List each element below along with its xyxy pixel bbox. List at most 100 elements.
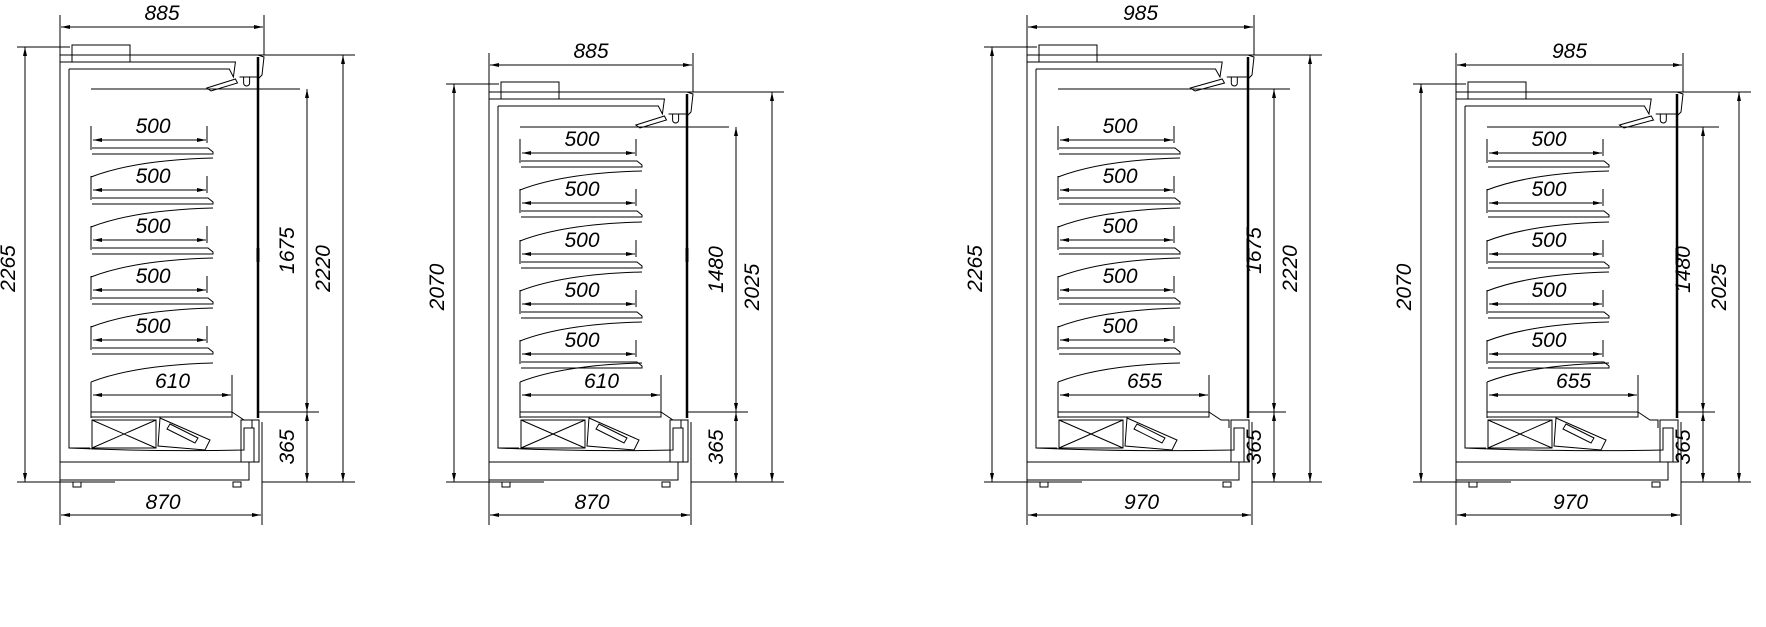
arrowhead — [522, 151, 531, 155]
shelf-depth-label: 500 — [135, 115, 170, 138]
foot-icon — [72, 481, 82, 488]
foot-icon — [1039, 481, 1049, 488]
shelf-depth-label: 500 — [135, 265, 170, 288]
door-handle — [1675, 248, 1679, 262]
shelf-depth-label: 500 — [1102, 115, 1137, 138]
arrowhead — [522, 393, 531, 397]
base-width-label: 970 — [1124, 491, 1159, 514]
arrowhead — [1489, 151, 1498, 155]
arrowhead — [1164, 338, 1173, 342]
lamp — [1659, 114, 1667, 124]
shelf-back-curve — [90, 207, 214, 228]
shelf-back-curve — [1486, 170, 1610, 191]
bottom-deck — [519, 411, 662, 418]
shelf-plate — [92, 247, 214, 255]
shelf-back-curve — [1486, 362, 1610, 383]
shelf: 500 — [90, 257, 214, 305]
arrowhead — [490, 63, 499, 67]
shelf-back-curve — [519, 321, 643, 342]
arrowhead — [990, 47, 994, 56]
shelf-back-curve — [519, 362, 643, 383]
evaporator-box — [1058, 419, 1124, 449]
shelf-plate — [92, 147, 214, 155]
total-height-label: 2265 — [964, 245, 987, 293]
canopy — [489, 98, 666, 116]
arrowhead — [522, 252, 531, 256]
drain-pan — [1464, 427, 1674, 462]
base-frame — [1455, 461, 1669, 481]
arrowhead — [222, 393, 231, 397]
arrowhead — [452, 84, 456, 93]
arrowhead — [1489, 302, 1498, 306]
shelf-plate — [521, 160, 643, 168]
arrowhead — [1593, 352, 1602, 356]
arrowhead — [305, 412, 309, 421]
shelf-back-curve — [90, 157, 214, 178]
evaporator-box — [520, 419, 586, 449]
shelf: 500 — [90, 307, 214, 355]
foot-icon — [232, 481, 242, 488]
inner-wall — [1464, 106, 1486, 449]
arrowhead — [490, 513, 499, 517]
shelf-plate — [1059, 347, 1181, 355]
compressor-housing — [71, 44, 131, 63]
arrowhead — [1272, 473, 1276, 482]
arrowhead — [1060, 188, 1069, 192]
shelf: 500 — [1486, 170, 1610, 218]
shelf-back-curve — [1486, 221, 1610, 242]
drain-pan — [1035, 427, 1245, 462]
arrowhead — [626, 252, 635, 256]
arrowhead — [1593, 151, 1602, 155]
front-grille — [1208, 411, 1230, 428]
shelf: 500 — [1057, 115, 1181, 155]
arrowhead — [252, 513, 261, 517]
canopy-light — [634, 115, 668, 129]
shelf: 500 — [519, 170, 643, 218]
total-height-label: 2070 — [1393, 263, 1416, 311]
shelf-depth-label: 500 — [1102, 315, 1137, 338]
shelf: 500 — [1057, 207, 1181, 255]
bottom-shelf-depth-label: 655 — [1556, 370, 1591, 393]
front-grille — [1637, 411, 1659, 428]
shelf-plate — [521, 361, 643, 369]
base-width-label: 870 — [145, 491, 180, 514]
arrowhead — [305, 403, 309, 412]
arrowhead — [626, 302, 635, 306]
arrowhead — [1593, 302, 1602, 306]
arrowhead — [683, 63, 692, 67]
shelf: 500 — [90, 157, 214, 205]
door-profile — [1676, 91, 1684, 117]
shelf-back-curve — [1057, 307, 1181, 328]
fan — [595, 423, 628, 444]
arrowhead — [93, 188, 102, 192]
shelf-depth-label: 500 — [135, 315, 170, 338]
shelf-depth-label: 500 — [1102, 215, 1137, 238]
arrowhead — [1308, 55, 1312, 64]
arrowhead — [23, 47, 27, 56]
shelf-depth-label: 500 — [564, 128, 599, 151]
arrowhead — [1701, 403, 1705, 412]
outline — [520, 419, 586, 449]
arrowhead — [1489, 252, 1498, 256]
fan — [1562, 423, 1595, 444]
evaporator-box — [1487, 419, 1553, 449]
fan — [166, 423, 199, 444]
shelf-back-curve — [519, 221, 643, 242]
front-panel — [669, 419, 689, 463]
shelf: 500 — [519, 221, 643, 269]
shelf: 500 — [519, 128, 643, 168]
arrowhead — [1164, 138, 1173, 142]
arrowhead — [197, 238, 206, 242]
arrowhead — [341, 473, 345, 482]
foot-icon — [1468, 481, 1478, 488]
compressor-housing — [1467, 81, 1527, 100]
arrowhead — [1673, 63, 1682, 67]
shelf-back-curve — [90, 307, 214, 328]
fan-housing — [1553, 417, 1607, 451]
arrowhead — [1242, 513, 1251, 517]
arrowhead — [681, 513, 690, 517]
canopy-light — [205, 78, 239, 92]
arrowhead — [770, 473, 774, 482]
